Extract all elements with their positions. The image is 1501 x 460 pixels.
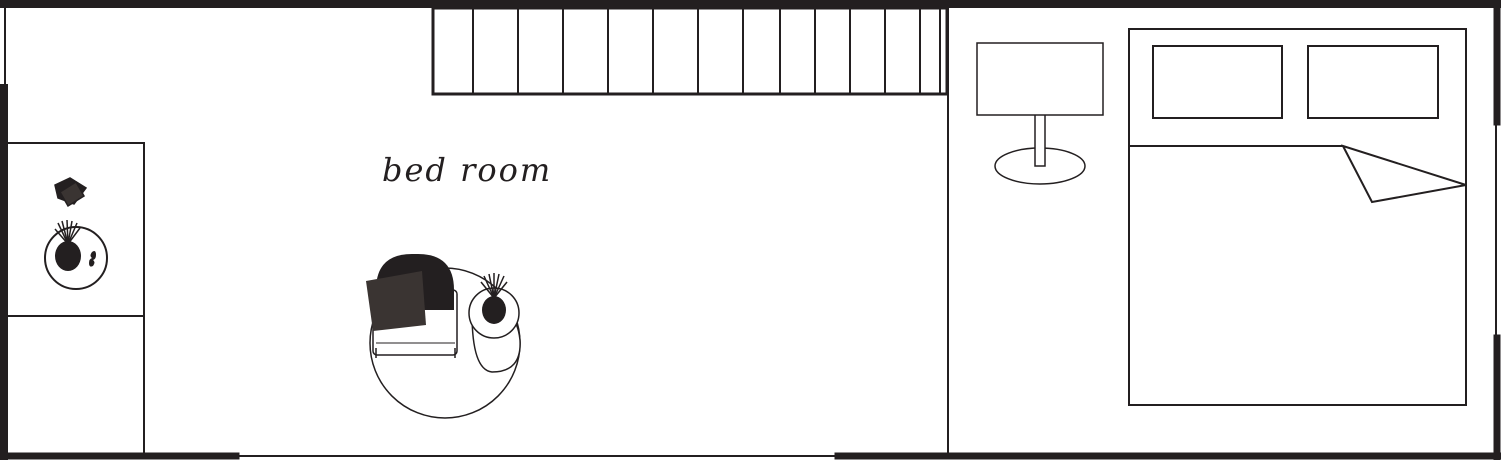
- pillow-icon: [1307, 45, 1439, 119]
- folded-blanket-icon: [1341, 144, 1467, 204]
- tv-stand-icon: [976, 42, 1104, 185]
- double-bed-icon: [1128, 28, 1467, 406]
- book-stack-icon: [54, 177, 88, 208]
- cabinet-side-table-icon: [44, 219, 108, 290]
- armchair-icon: [366, 254, 458, 358]
- tv-screen-icon: [976, 42, 1104, 116]
- staircase-icon: [431, 6, 949, 96]
- side-table-icon: [468, 273, 521, 373]
- small-object-icon: [89, 251, 96, 267]
- cabinet-icon: [5, 142, 145, 455]
- cushion-icon: [366, 271, 426, 331]
- pillow-icon: [1152, 45, 1283, 119]
- room-label: bed room: [382, 151, 552, 189]
- potted-plant-icon: [54, 219, 81, 271]
- potted-plant-icon: [480, 273, 508, 324]
